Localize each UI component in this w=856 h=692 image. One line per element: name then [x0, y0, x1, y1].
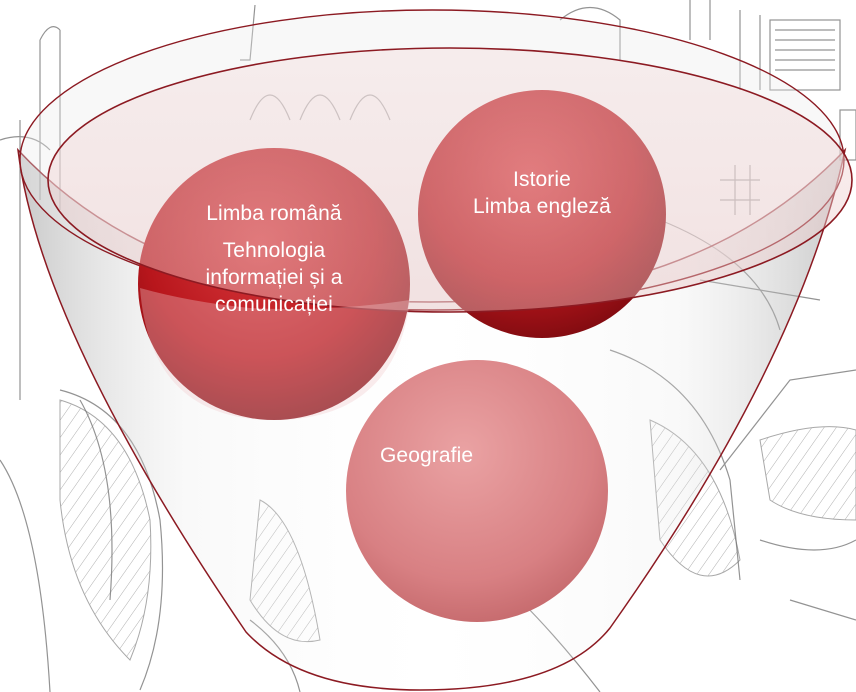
bubble-line: comunicației	[215, 291, 333, 318]
bubble-line: Limba engleză	[473, 193, 611, 220]
bubble-line: Limba română	[206, 200, 341, 227]
bubble-line: Tehnologia	[223, 237, 326, 264]
bubble-istorie: Istorie Limba engleză	[418, 90, 666, 338]
bubble-line: informației și a	[206, 264, 343, 291]
bubble-limba-romana: Limba română Tehnologia informației și a…	[138, 148, 410, 420]
bubble-line: Istorie	[513, 166, 571, 193]
bubble-geografie: Geografie	[346, 360, 608, 622]
bubble-line: Geografie	[380, 442, 473, 469]
